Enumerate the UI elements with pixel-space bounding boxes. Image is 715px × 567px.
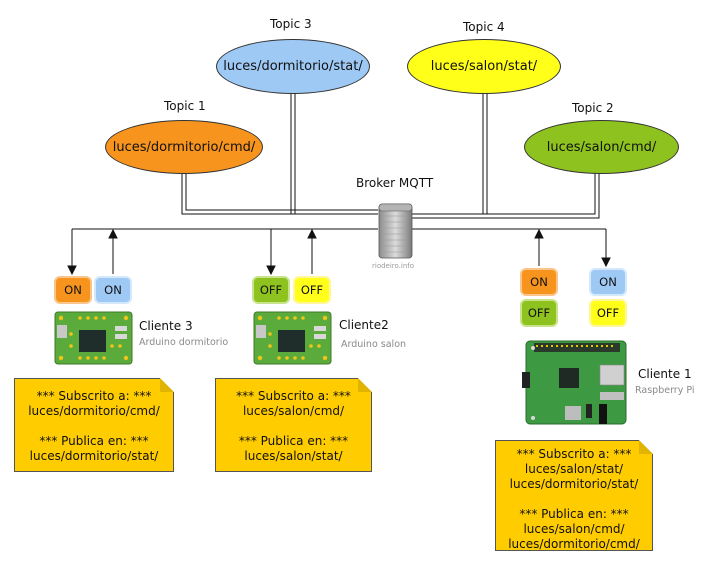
arduino-board-icon <box>54 311 133 365</box>
note-line: luces/dormitorio/cmd/ <box>28 404 160 418</box>
client-name: Cliente2 <box>339 318 389 332</box>
client-name: Cliente 1 <box>638 367 692 381</box>
note-line: luces/salon/cmd/ <box>242 404 345 418</box>
button-label: ON <box>104 283 122 297</box>
broker-credit: riodeiro.info <box>372 262 415 270</box>
server-icon <box>378 203 413 259</box>
subscription-note: *** Subscrito a: *** luces/salon/stat/ l… <box>495 440 653 551</box>
note-line: *** Subscrito a: *** <box>516 447 632 461</box>
off-button[interactable]: OFF <box>293 276 331 304</box>
topic2-connector <box>412 172 600 219</box>
client-description: Arduino salon <box>341 339 407 350</box>
arduino-board-icon <box>253 311 332 365</box>
note-line: luces/dormitorio/stat/ <box>29 449 159 463</box>
note-line: luces/salon/stat/ <box>524 462 624 476</box>
button-label: ON <box>530 275 548 289</box>
button-label: OFF <box>300 283 324 297</box>
on-button[interactable]: ON <box>54 276 92 304</box>
off-button[interactable]: OFF <box>520 299 558 327</box>
topic-path-label: luces/salon/stat/ <box>430 59 538 74</box>
client-description: Raspberry Pi <box>635 385 695 396</box>
topic-path-label: luces/dormitorio/stat/ <box>223 59 363 74</box>
button-label: OFF <box>259 283 283 297</box>
broker-label: Broker MQTT <box>356 176 434 190</box>
topic-title: Topic 3 <box>270 17 312 31</box>
button-label: OFF <box>596 306 620 320</box>
arrows <box>67 228 611 276</box>
note-line: luces/dormitorio/cmd/ <box>508 537 640 551</box>
note-line <box>496 492 652 507</box>
on-button[interactable]: ON <box>520 268 558 296</box>
on-button[interactable]: ON <box>589 268 627 296</box>
note-line: *** Publica en: *** <box>238 434 349 448</box>
note-line: *** Subscrito a: *** <box>236 389 351 403</box>
topic-path-label: luces/dormitorio/cmd/ <box>112 139 256 155</box>
button-label: ON <box>64 283 82 297</box>
topic4-connector <box>482 90 488 214</box>
note-fold <box>160 378 174 392</box>
note-line <box>15 419 173 434</box>
note-line <box>216 419 371 434</box>
note-line: *** Subscrito a: *** <box>36 389 152 403</box>
off-button[interactable]: OFF <box>252 276 290 304</box>
note-line: *** Publica en: *** <box>39 434 149 448</box>
client-description: Arduino dormitorio <box>139 337 229 348</box>
topic1-connector <box>181 172 378 215</box>
subscription-note: *** Subscrito a: *** luces/dormitorio/cm… <box>14 378 174 472</box>
button-label: ON <box>599 275 617 289</box>
topic-ellipse-4: luces/salon/stat/ <box>407 39 561 94</box>
topic-ellipse-2: luces/salon/cmd/ <box>524 120 679 174</box>
note-line: luces/salon/stat/ <box>244 449 343 463</box>
topic-ellipse-3: luces/dormitorio/stat/ <box>216 39 370 94</box>
topic-title: Topic 1 <box>164 99 206 113</box>
raspberry-pi-board-icon <box>522 340 627 425</box>
note-fold <box>639 440 653 454</box>
button-label: OFF <box>527 306 551 320</box>
note-line: *** Publica en: *** <box>519 507 629 521</box>
topic-path-label: luces/salon/cmd/ <box>546 139 657 155</box>
note-fold <box>358 378 372 392</box>
topic3-connector <box>290 90 296 214</box>
topic-title: Topic 2 <box>572 101 614 115</box>
note-line: luces/dormitorio/stat/ <box>509 477 639 491</box>
on-button[interactable]: ON <box>94 276 132 304</box>
note-line: luces/salon/cmd/ <box>523 522 625 536</box>
off-button[interactable]: OFF <box>589 299 627 327</box>
subscription-note: *** Subscrito a: *** luces/salon/cmd/ **… <box>215 378 372 472</box>
topic-ellipse-1: luces/dormitorio/cmd/ <box>105 120 263 174</box>
topic-title: Topic 4 <box>463 20 505 34</box>
client-name: Cliente 3 <box>139 319 193 333</box>
